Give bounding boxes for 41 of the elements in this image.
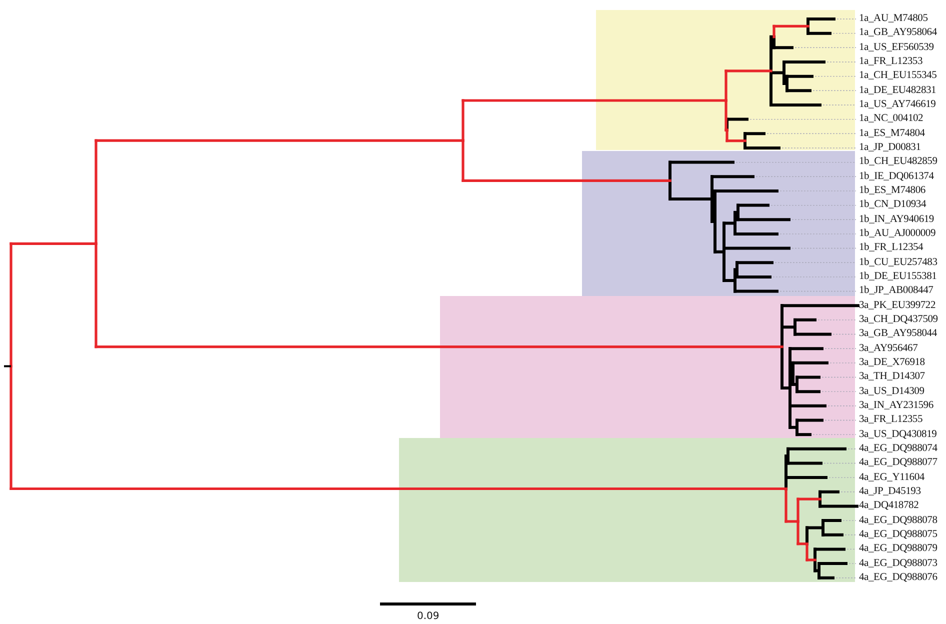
taxon-label: 3a_GB_AY958044 <box>859 327 937 340</box>
taxon-label: 3a_AY956467 <box>859 342 918 355</box>
taxon-label: 1b_IN_AY940619 <box>859 212 934 226</box>
taxon-label: 3a_US_D14309 <box>859 384 924 398</box>
taxon-label: 4a_EG_Y11604 <box>859 470 924 484</box>
taxon-label: 1a_DE_EU482831 <box>859 84 936 97</box>
taxon-label: 1b_FR_L12354 <box>859 241 924 254</box>
taxon-label: 1b_AU_AJ000009 <box>859 226 936 240</box>
taxon-label: 4a_EG_DQ988078 <box>859 514 938 527</box>
taxon-label: 3a_IN_AY231596 <box>859 398 934 412</box>
taxon-label: 4a_EG_DQ988079 <box>859 542 938 556</box>
taxon-label: 3a_PK_EU399722 <box>859 298 936 312</box>
taxon-label: 4a_EG_DQ988073 <box>859 556 938 570</box>
taxon-label: 1b_CH_EU482859 <box>859 155 938 168</box>
taxon-label: 1a_US_EF560539 <box>859 40 934 54</box>
taxon-label: 1a_FR_L12353 <box>859 54 923 68</box>
taxon-label: 1b_CU_EU257483 <box>859 256 938 269</box>
taxon-label: 3a_US_DQ430819 <box>859 428 937 441</box>
taxon-label: 4a_EG_DQ988076 <box>859 570 938 584</box>
taxon-label: 1b_CN_D10934 <box>859 198 926 212</box>
taxon-label: 1b_DE_EU155381 <box>859 270 937 283</box>
taxon-label: 4a_EG_DQ988077 <box>859 456 938 470</box>
taxon-label: 1a_ES_M74804 <box>859 126 925 140</box>
taxon-label: 3a_CH_DQ437509 <box>859 312 938 326</box>
taxon-label: 1b_IE_DQ061374 <box>859 170 934 183</box>
taxon-label: 4a_EG_DQ988075 <box>859 528 938 541</box>
taxon-label: 1b_ES_M74806 <box>859 184 926 197</box>
taxon-label: 1a_JP_D00831 <box>859 140 921 154</box>
taxon-label: 3a_FR_L12355 <box>859 413 923 426</box>
taxon-label: 4a_JP_D45193 <box>859 484 921 498</box>
taxon-label: 4a_EG_DQ988074 <box>859 442 938 455</box>
taxon-label: 1a_AU_M74805 <box>859 12 928 25</box>
taxon-label: 1b_JP_AB008447 <box>859 284 934 298</box>
taxon-label: 3a_TH_D14307 <box>859 370 925 384</box>
taxon-label: 4a_DQ418782 <box>859 499 919 512</box>
taxon-label: 1a_US_AY746619 <box>859 98 936 111</box>
taxon-label: 1a_GB_AY958064 <box>859 26 937 40</box>
taxon-label: 1a_NC_004102 <box>859 112 924 126</box>
taxon-label: 3a_DE_X76918 <box>859 356 925 369</box>
taxon-label: 1a_CH_EU155345 <box>859 69 937 82</box>
scale-value: 0.09 <box>417 611 440 623</box>
